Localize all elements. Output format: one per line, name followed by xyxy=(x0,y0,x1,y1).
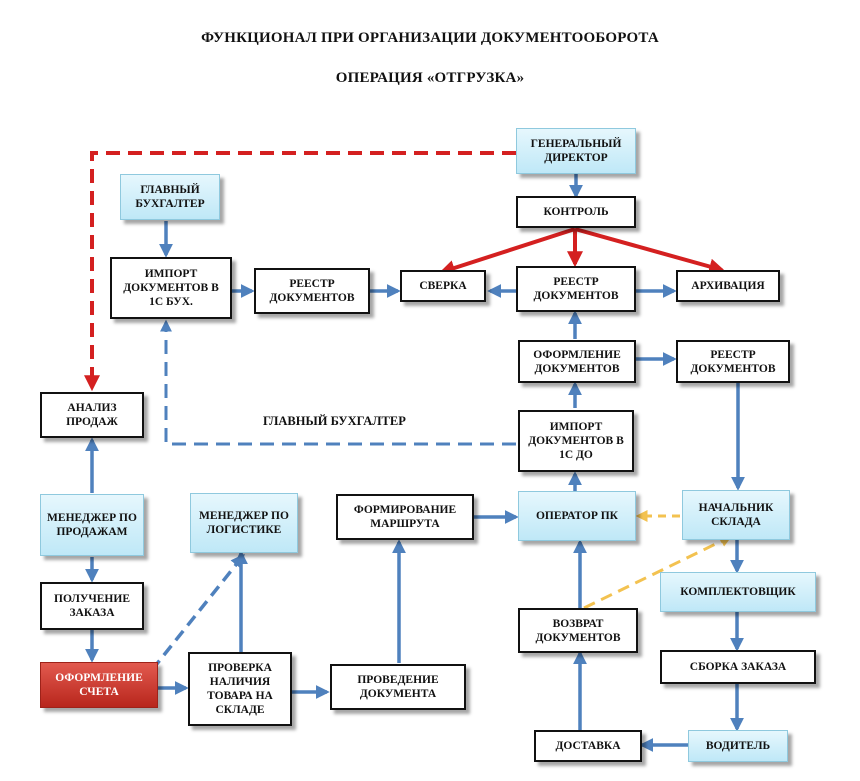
node-doc-posting: ПРОВЕДЕНИЕ ДОКУМЕНТА xyxy=(330,664,466,710)
node-picker: КОМПЛЕКТОВЩИК xyxy=(660,572,816,612)
node-doc-return: ВОЗВРАТ ДОКУМЕНТОВ xyxy=(518,608,638,653)
node-driver: ВОДИТЕЛЬ xyxy=(688,730,788,762)
diagram-title: ФУНКЦИОНАЛ ПРИ ОРГАНИЗАЦИИ ДОКУМЕНТООБОР… xyxy=(201,30,659,46)
node-import-1c-do: ИМПОРТ ДОКУМЕНТОВ В 1С ДО xyxy=(518,410,634,472)
dashed-return-to-warehouse xyxy=(583,535,733,610)
node-chief-accountant: ГЛАВНЫЙ БУХГАЛТЕР xyxy=(120,174,220,220)
node-order-assembly: СБОРКА ЗАКАЗА xyxy=(660,650,816,684)
node-stock-check: ПРОВЕРКА НАЛИЧИЯ ТОВАРА НА СКЛАДЕ xyxy=(188,652,292,726)
node-sales-manager: МЕНЕДЖЕР ПО ПРОДАЖАМ xyxy=(40,494,144,556)
node-warehouse-head: НАЧАЛЬНИК СКЛАДА xyxy=(682,490,790,540)
dashed-director-to-analysis xyxy=(84,151,516,392)
node-sales-analysis: АНАЛИЗ ПРОДАЖ xyxy=(40,392,144,438)
dashed-importdo-to-import1c xyxy=(160,319,516,446)
diagram-subtitle: ОПЕРАЦИЯ «ОТГРУЗКА» xyxy=(335,70,525,86)
node-general-director: ГЕНЕРАЛЬНЫЙ ДИРЕКТОР xyxy=(516,128,636,174)
node-pc-operator: ОПЕРАТОР ПК xyxy=(518,491,636,541)
node-registry-3: РЕЕСТР ДОКУМЕНТОВ xyxy=(676,340,790,383)
node-registry-2: РЕЕСТР ДОКУМЕНТОВ xyxy=(516,266,636,312)
node-invoice: ОФОРМЛЕНИЕ СЧЕТА xyxy=(40,662,158,708)
arrow-control-to-archiving xyxy=(574,227,726,275)
label-chief-accountant: ГЛАВНЫЙ БУХГАЛТЕР xyxy=(263,414,406,428)
arrow-control-to-reconciliation xyxy=(438,227,576,276)
node-logistics-manager: МЕНЕДЖЕР ПО ЛОГИСТИКЕ xyxy=(190,493,298,553)
node-delivery: ДОСТАВКА xyxy=(534,730,642,762)
node-doc-processing: ОФОРМЛЕНИЕ ДОКУМЕНТОВ xyxy=(518,340,636,383)
node-reconciliation: СВЕРКА xyxy=(400,270,486,302)
node-order-receipt: ПОЛУЧЕНИЕ ЗАКАЗА xyxy=(40,582,144,630)
node-import-1c-buh: ИМПОРТ ДОКУМЕНТОВ В 1С БУХ. xyxy=(110,257,232,319)
node-control: КОНТРОЛЬ xyxy=(516,196,636,228)
dashed-invoice-to-logistics xyxy=(150,553,245,672)
node-archiving: АРХИВАЦИЯ xyxy=(676,270,780,302)
node-registry-1: РЕЕСТР ДОКУМЕНТОВ xyxy=(254,268,370,314)
node-route-forming: ФОРМИРОВАНИЕ МАРШРУТА xyxy=(336,494,474,540)
